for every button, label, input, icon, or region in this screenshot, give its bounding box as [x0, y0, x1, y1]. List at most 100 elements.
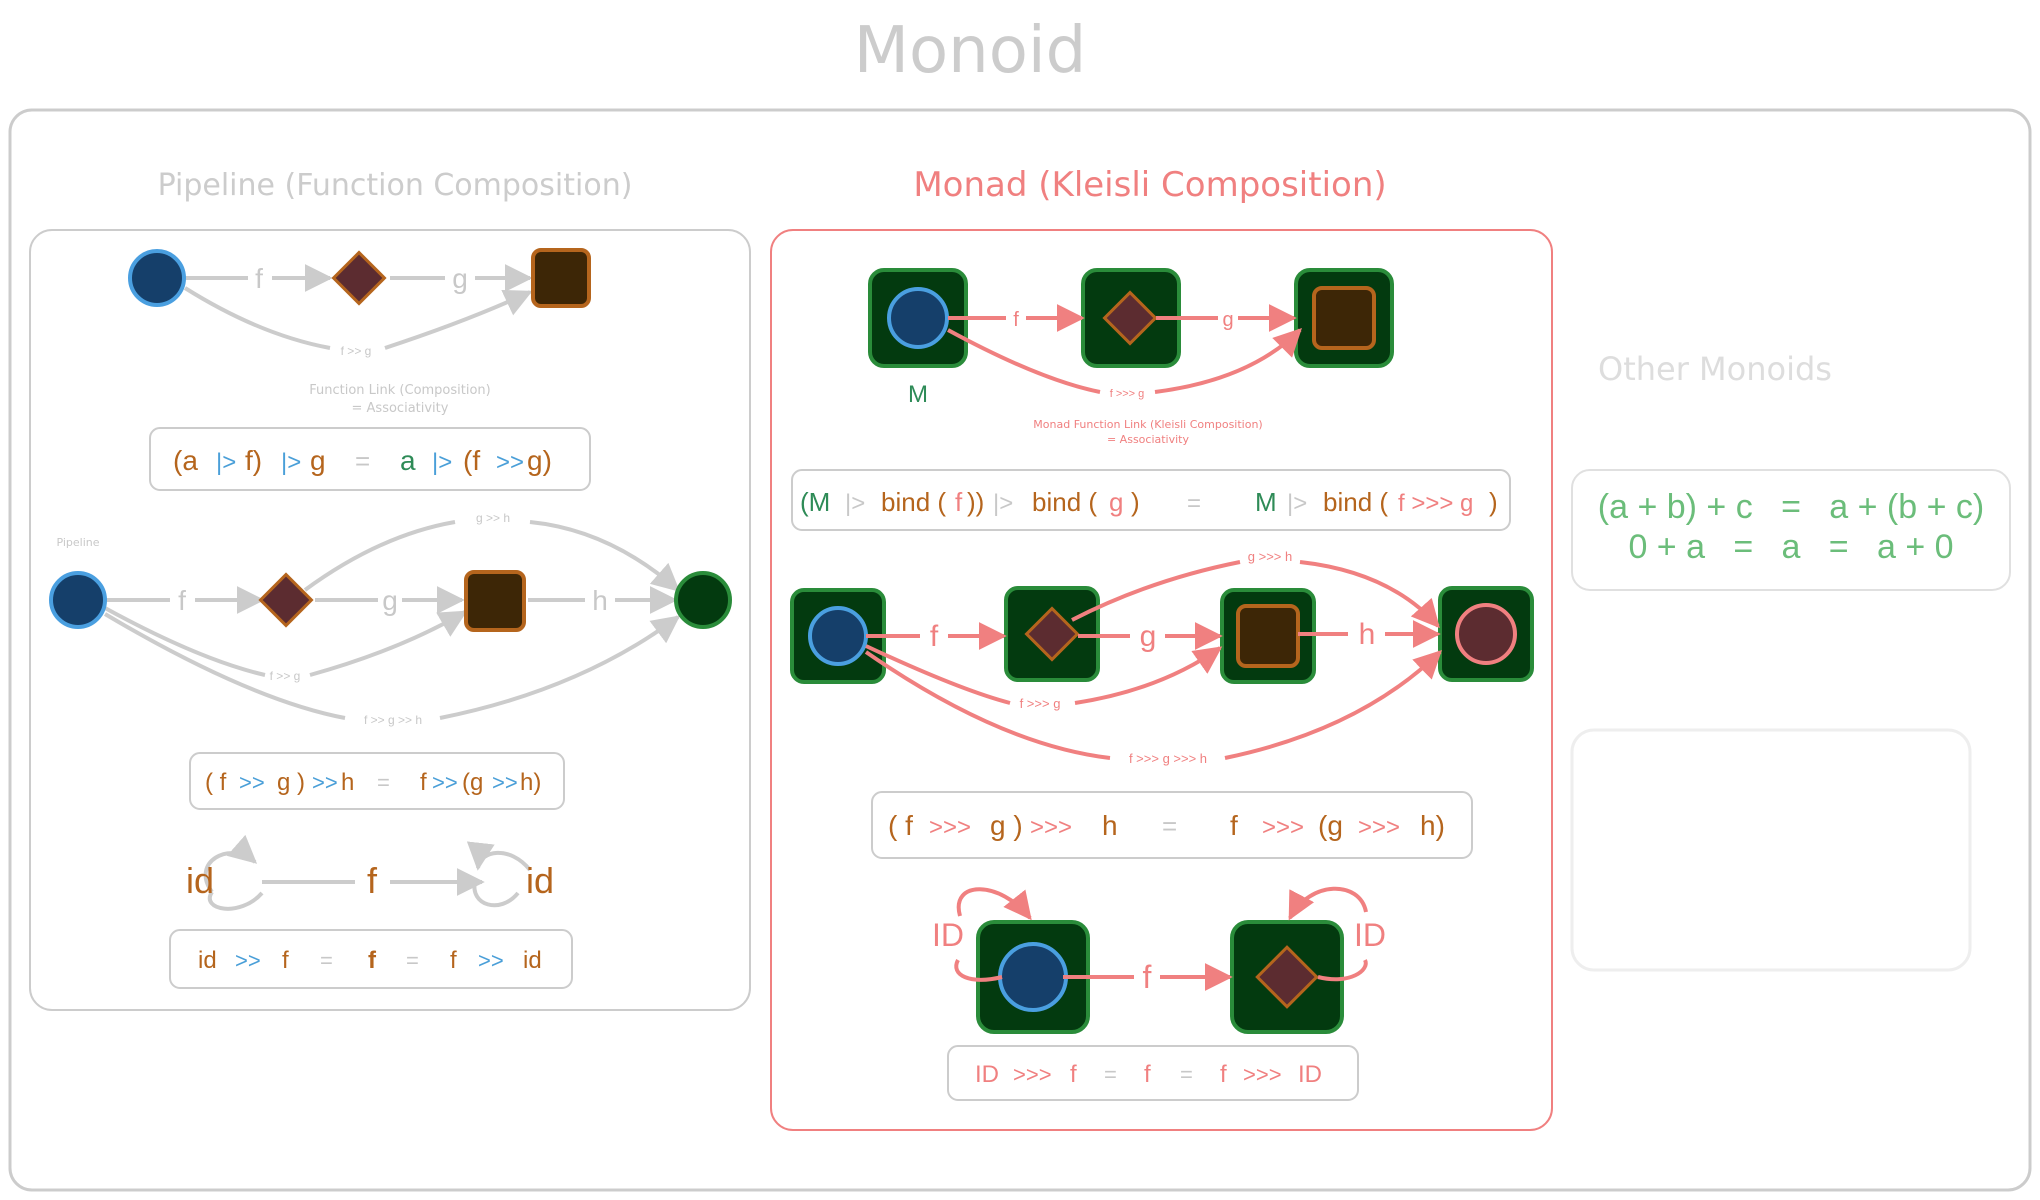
pipeline-title: Pipeline (Function Composition) — [158, 168, 633, 203]
pipeline-panel — [29, 229, 751, 1011]
eq-operator: >>> — [1262, 814, 1304, 841]
intermediate-node — [1102, 290, 1158, 346]
eq-term: h) — [1420, 810, 1445, 841]
edge-label-f-compose-g-compose-h: f >> g >> h — [364, 713, 422, 727]
edge-label-g: g — [452, 263, 468, 294]
eq-operator: |> — [993, 490, 1013, 517]
monad-diagram-2: f g h g >>> h f >>> g f >>> g >>> h — [790, 549, 1534, 766]
input-node — [128, 249, 186, 307]
intermediate-node — [258, 572, 314, 628]
pipeline-diagram-2: Pipeline f g h g >> h f >> g f >> g >> h — [49, 511, 732, 727]
eq-term: bind ( — [1032, 487, 1097, 517]
composition-caption: Function Link (Composition) — [309, 383, 491, 398]
pipeline-small-label: Pipeline — [56, 536, 99, 549]
edge-label-f: f — [1143, 959, 1152, 995]
eq-term: g) — [527, 445, 552, 476]
eq-term: g ) — [990, 810, 1023, 841]
eq-equals: = — [1180, 1062, 1193, 1087]
eq-operator: |> — [845, 490, 865, 517]
eq-term: id — [523, 947, 542, 974]
eq-operator: |> — [281, 449, 301, 476]
eq-term: )) — [967, 487, 984, 517]
eq-term: f — [1230, 810, 1238, 841]
eq-term: g — [310, 445, 326, 476]
edge-label-f-compose-g: f >> g — [341, 344, 372, 358]
identity-label-left: ID — [932, 917, 964, 953]
empty-panel — [1570, 728, 1972, 972]
other-monoids-title: Other Monoids — [1598, 350, 1832, 388]
edge-label-f-kleisli-g-kleisli-h: f >>> g >>> h — [1129, 751, 1207, 766]
associativity-law: (a + b) + c = a + (b + c) — [1598, 488, 1984, 526]
edge-label-g-kleisli-h: g >>> h — [1248, 549, 1292, 564]
pipeline-equation-3: id >> f = f = f >> id — [169, 929, 573, 989]
pipeline-diagram-1: f g f >> g Function Link (Composition) =… — [128, 248, 591, 416]
input-node — [887, 287, 949, 349]
edge-label-g-compose-h: g >> h — [476, 511, 510, 525]
eq-operator: >> — [432, 770, 458, 795]
input-node — [49, 571, 107, 629]
eq-term: (M — [800, 487, 830, 517]
edge-label-f: f — [930, 620, 939, 653]
pipeline-diagram-3: id f id — [186, 834, 554, 911]
edge-label-f: f — [255, 263, 263, 294]
intermediate-node — [1024, 606, 1080, 662]
eq-term: ( f — [205, 769, 227, 796]
eq-term: ) — [1489, 487, 1498, 517]
eq-equals: = — [320, 948, 333, 973]
eq-term: f — [282, 947, 289, 974]
eq-term: h — [341, 769, 354, 796]
eq-operator: >> — [235, 948, 261, 973]
eq-term: id — [198, 947, 217, 974]
output-node — [1455, 603, 1517, 665]
other-monoids-equations: (a + b) + c = a + (b + c) 0 + a = a = a … — [1571, 469, 2011, 591]
output-node — [1312, 286, 1376, 350]
monad-diagram-3: ID f ID — [932, 886, 1386, 1034]
eq-operator: |> — [432, 449, 452, 476]
eq-equals: = — [1162, 811, 1177, 841]
monad-equation-1: (M |> bind ( f )) |> bind ( g ) = M |> b… — [791, 469, 1511, 531]
eq-term: f — [450, 947, 457, 974]
eq-term: f — [1144, 1061, 1151, 1088]
monad-equation-3: ID >>> f = f = f >>> ID — [947, 1045, 1359, 1101]
input-node — [808, 606, 868, 666]
identity-law: 0 + a = a = a + 0 — [1628, 528, 1953, 566]
intermediate-node — [331, 250, 387, 306]
pipeline-equation-1: (a |> f) |> g = a |> (f >> g) — [149, 427, 591, 491]
eq-operator: >>> — [1243, 1062, 1282, 1087]
output-node — [531, 248, 591, 308]
eq-term: (a — [173, 445, 198, 476]
outer-frame — [8, 108, 2032, 1192]
eq-term: h) — [520, 769, 541, 796]
identity-label-left: id — [186, 860, 214, 901]
edge-label-h: h — [1359, 618, 1376, 651]
eq-term: g ) — [277, 769, 305, 796]
edge-label-f: f — [178, 585, 186, 616]
output-node — [1255, 945, 1319, 1009]
eq-operator: |> — [216, 449, 236, 476]
eq-term: f — [955, 487, 963, 517]
output-node — [674, 571, 732, 629]
eq-term: ) — [1131, 487, 1140, 517]
eq-term: f >>> g — [1398, 490, 1473, 517]
eq-operator: >>> — [1358, 814, 1400, 841]
eq-term: a — [400, 445, 416, 476]
eq-term: g — [1109, 487, 1123, 517]
eq-term: (g — [1318, 810, 1343, 841]
edge-label-g: g — [1222, 309, 1233, 331]
eq-operator: |> — [1287, 490, 1307, 517]
edge-label-g: g — [1140, 620, 1157, 653]
eq-equals: = — [355, 446, 370, 476]
eq-term: f — [1070, 1061, 1077, 1088]
eq-term: h — [1102, 810, 1118, 841]
eq-operator: >> — [478, 948, 504, 973]
eq-equals: = — [377, 770, 390, 795]
monad-node-label: M — [908, 381, 928, 408]
identity-label-right: ID — [1354, 917, 1386, 953]
eq-operator: >> — [239, 770, 265, 795]
eq-term: (f — [463, 445, 480, 476]
edge-label-g: g — [382, 585, 398, 616]
edge-label-f: f — [367, 860, 378, 901]
edge-label-h: h — [592, 585, 608, 616]
eq-term: bind ( — [1323, 487, 1388, 517]
